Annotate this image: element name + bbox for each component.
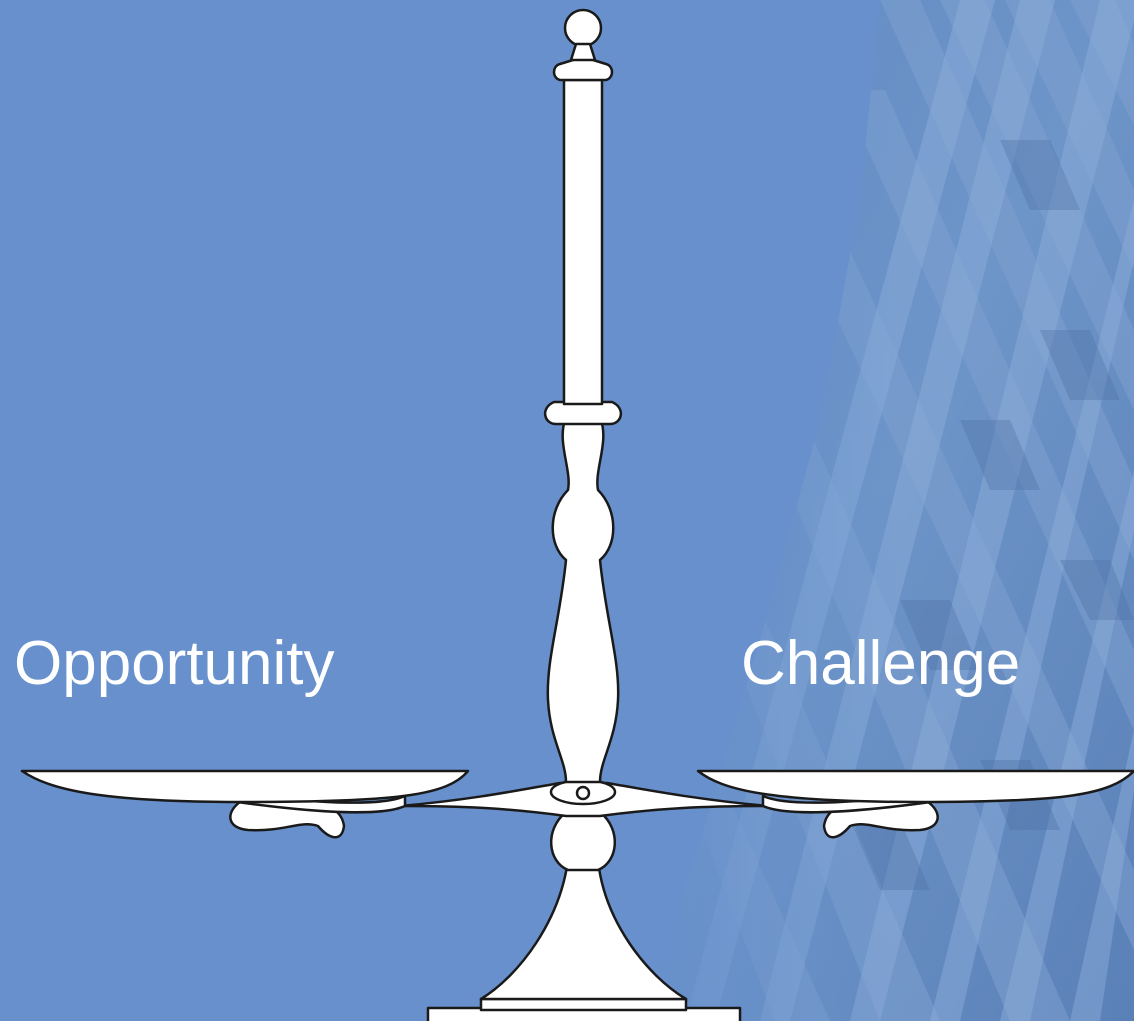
scale-foot — [479, 858, 688, 1001]
challenge-label: Challenge — [741, 629, 1021, 698]
scale-finial — [563, 8, 603, 48]
balance-scale-icon — [20, 8, 1134, 1021]
scale-left-pan — [20, 769, 470, 804]
scale-right-pan — [696, 769, 1134, 804]
scale-collar — [544, 400, 622, 426]
scale-shaft — [562, 78, 604, 406]
scale-column — [546, 416, 620, 784]
scale-lower-knob — [550, 810, 616, 872]
scale-base-top — [479, 997, 688, 1012]
opportunity-label: Opportunity — [14, 629, 335, 698]
